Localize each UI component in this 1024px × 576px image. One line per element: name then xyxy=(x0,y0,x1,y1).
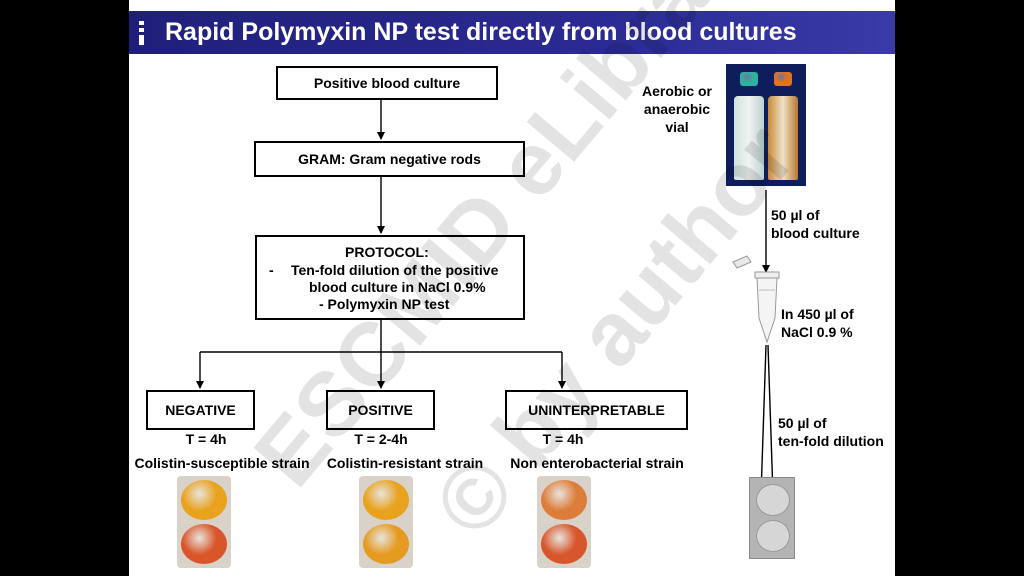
result-uninterpretable-interpretation: Non enterobacterial strain xyxy=(510,455,684,471)
result-negative-interpretation: Colistin-susceptible strain xyxy=(134,455,310,471)
well-bottom xyxy=(541,524,587,564)
well-top xyxy=(363,480,409,520)
flow-step-positive-blood-culture: Positive blood culture xyxy=(276,66,498,100)
aerobic-bottle-icon xyxy=(734,96,764,180)
protocol-line-3: - Polymyxin NP test xyxy=(319,296,450,312)
step-b-line-1: In 450 µl of xyxy=(781,306,854,322)
well-photo-negative xyxy=(177,476,231,568)
result-positive-interpretation: Colistin-resistant strain xyxy=(326,455,484,471)
step-b-line-2: NaCl 0.9 % xyxy=(781,324,853,340)
anaerobic-bottle-cap-icon xyxy=(774,72,792,86)
protocol-line-1: Ten-fold dilution of the positive xyxy=(291,262,499,278)
flow-step-2-label: GRAM: Gram negative rods xyxy=(298,151,481,167)
result-positive-time: T = 2-4h xyxy=(354,431,408,447)
well-photo-uninterpretable xyxy=(537,476,591,568)
result-negative-time: T = 4h xyxy=(185,431,227,447)
result-negative-box: NEGATIVE xyxy=(146,390,255,430)
protocol-line-2: blood culture in NaCl 0.9% xyxy=(309,279,486,295)
well-top xyxy=(541,480,587,520)
vial-label-line-3: vial xyxy=(665,119,689,135)
arrow-tube-to-plate-right xyxy=(767,344,777,496)
flow-step-1-label: Positive blood culture xyxy=(313,75,461,91)
result-uninterpretable-time: T = 4h xyxy=(542,431,584,447)
well-bottom xyxy=(181,524,227,564)
plate-well-bottom xyxy=(756,520,790,552)
protocol-box: PROTOCOL: - Ten-fold dilution of the pos… xyxy=(255,235,525,320)
title-marker-icon xyxy=(139,21,144,45)
title-bar: Rapid Polymyxin NP test directly from bl… xyxy=(129,11,895,54)
arrow-tube-to-plate-left xyxy=(757,344,767,496)
eppendorf-tube-icon xyxy=(732,255,780,344)
result-positive-label: POSITIVE xyxy=(348,402,413,418)
step-a-line-1: 50 µl of xyxy=(771,207,820,223)
result-uninterpretable-box: UNINTERPRETABLE xyxy=(505,390,688,430)
step-a-line-2: blood culture xyxy=(771,225,860,241)
flow-step-gram: GRAM: Gram negative rods xyxy=(254,141,525,177)
plate-well-top xyxy=(756,484,790,516)
blood-culture-vials-photo xyxy=(726,64,806,186)
flow-connectors xyxy=(196,100,780,496)
well-bottom xyxy=(363,524,409,564)
well-top xyxy=(181,480,227,520)
result-negative-label: NEGATIVE xyxy=(165,402,236,418)
vial-label-line-1: Aerobic or xyxy=(641,83,712,99)
step-c-line-1: 50 µl of xyxy=(778,415,827,431)
slide-title: Rapid Polymyxin NP test directly from bl… xyxy=(165,18,797,46)
protocol-dash: - xyxy=(269,262,274,278)
anaerobic-bottle-icon xyxy=(768,96,798,180)
result-uninterpretable-label: UNINTERPRETABLE xyxy=(528,402,665,418)
microplate-photo xyxy=(749,477,795,559)
vial-label-line-2: anaerobic xyxy=(643,101,711,117)
step-c-line-2: ten-fold dilution xyxy=(778,433,884,449)
well-photo-positive xyxy=(359,476,413,568)
result-positive-box: POSITIVE xyxy=(326,390,435,430)
aerobic-bottle-cap-icon xyxy=(740,72,758,86)
slide: Rapid Polymyxin NP test directly from bl… xyxy=(129,0,895,576)
protocol-heading: PROTOCOL: xyxy=(345,244,429,260)
